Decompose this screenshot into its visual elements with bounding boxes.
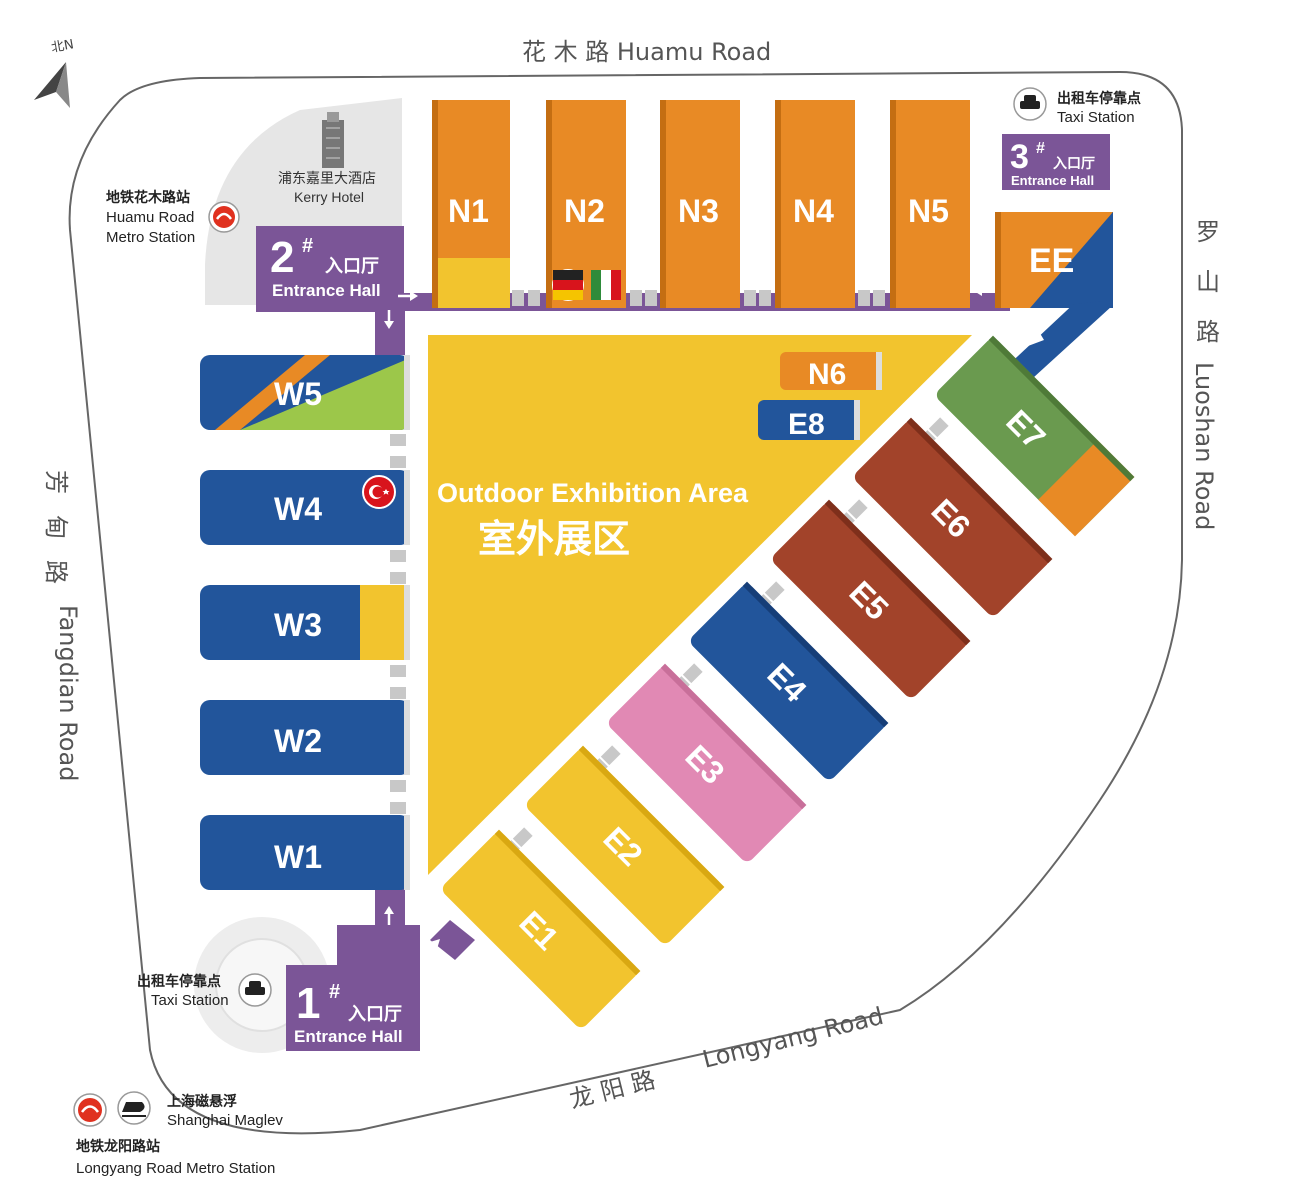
entrance-1-num: 1 [296,979,320,1028]
metro-icon [208,201,240,233]
compass-icon [34,62,70,108]
hall-W4[interactable]: W4 [200,470,410,545]
entrance-3-en: Entrance Hall [1011,173,1094,188]
taxi-ne-en: Taxi Station [1057,109,1135,126]
taxi-icon [1013,87,1047,121]
hall-N1[interactable]: N1 [432,100,510,308]
hall-E1[interactable]: E1 [440,829,641,1031]
entrance-2-en: Entrance Hall [272,281,381,300]
road-west-cn-1: 芳 [42,470,70,494]
hall-N4[interactable]: N4 [775,100,855,308]
hall-E7[interactable]: E7 [934,335,1135,537]
hall-E5[interactable]: E5 [770,499,971,701]
entrance-3-sup: # [1036,140,1045,157]
hall-E8[interactable]: E8 [758,400,860,441]
entrance-3-num: 3 [1010,138,1029,176]
taxi-icon [238,973,272,1007]
outdoor-label-cn: 室外展区 [478,517,630,561]
hall-E4[interactable]: E4 [688,581,889,783]
hall-W2-label: W2 [274,723,322,759]
maglev-icon [117,1091,151,1125]
arrow-icons [384,190,1031,956]
ramp-ee-e7 [1003,298,1112,388]
hall-N6-label: N6 [808,358,846,391]
entrance-2-num: 2 [270,233,294,282]
road-east: 罗 山 路 Luoshan Road [1190,218,1220,530]
hall-W4-label: W4 [274,491,322,527]
entrance-3-cn: 入口厅 [1053,156,1095,172]
hall-W1-label: W1 [274,839,322,875]
connectors [390,290,885,814]
hall-N5[interactable]: N5 [890,100,970,308]
hotel-en: Kerry Hotel [294,189,364,205]
hall-W1[interactable]: W1 [200,815,410,890]
road-west-cn-3: 路 [42,560,70,584]
hotel-icon [322,112,344,168]
site-boundary [68,70,1183,1135]
hall-N1-label: N1 [448,193,489,229]
road-south-en: Longyang Road [700,1002,887,1074]
maglev-en: Shanghai Maglev [167,1112,283,1129]
road-east-en: Luoshan Road [1190,362,1218,530]
entrance-1-sup: # [329,981,340,1003]
metro-longyang-cn: 地铁龙阳路站 [76,1138,160,1155]
entrance-1[interactable]: 1 # 入口厅 Entrance Hall [286,925,420,1051]
hall-W2[interactable]: W2 [200,700,410,775]
taxi-ne-cn: 出租车停靠点 [1057,90,1141,107]
entrance-2-sup: # [302,235,313,257]
hall-N2-label: N2 [564,193,605,229]
hall-N4-label: N4 [793,193,834,229]
metro-icon [73,1093,107,1127]
hall-E8-label: E8 [788,408,825,441]
hall-N6[interactable]: N6 [780,352,882,391]
metro-huamu-en2: Metro Station [106,229,195,246]
taxi-sw-cn: 出租车停靠点 [137,973,221,990]
turkey-flag-icon [362,475,396,509]
hall-N2[interactable]: N2 [546,100,626,308]
hall-EE[interactable] [995,212,1113,308]
hall-W3-label: W3 [274,607,322,643]
hall-E6[interactable]: E6 [852,417,1053,619]
metro-longyang-en: Longyang Road Metro Station [76,1160,275,1177]
taxi-sw-en: Taxi Station [151,992,229,1009]
entrance-2-cn: 入口厅 [325,256,379,277]
entrance-1-cn: 入口厅 [348,1004,402,1025]
road-west-en: Fangdian Road [54,605,82,781]
outdoor-label-en: Outdoor Exhibition Area [437,478,749,508]
road-south-cn: 龙 阳 路 [567,1066,658,1114]
entrance-3[interactable]: 3 # 入口厅 Entrance Hall [1002,134,1110,190]
outdoor-area [428,335,972,875]
hall-E2[interactable]: E2 [524,745,725,947]
entrance-1-en: Entrance Hall [294,1027,403,1046]
compass-label: 北N [50,37,75,56]
entrance-2[interactable]: 2 # 入口厅 Entrance Hall [256,226,404,312]
hall-N3[interactable]: N3 [660,100,740,308]
road-west: 芳 甸 路 Fangdian Road [42,470,82,781]
hall-W5[interactable]: W5 [200,355,410,430]
metro-huamu-cn: 地铁花木路站 [106,189,190,206]
metro-huamu-en1: Huamu Road [106,209,194,226]
road-east-cn-3: 路 [1196,318,1220,346]
road-east-cn-1: 罗 [1196,218,1220,246]
hall-W3[interactable]: W3 [200,585,410,660]
road-west-cn-2: 甸 [42,515,70,539]
maglev-cn: 上海磁悬浮 [167,1093,237,1110]
hall-EE-label: EE [1029,242,1074,280]
hall-W5-label: W5 [274,376,322,412]
hall-E3[interactable]: E3 [606,663,807,865]
hall-N5-label: N5 [908,193,949,229]
italy-flag-icon [591,270,621,300]
road-east-cn-2: 山 [1196,268,1220,296]
germany-flag-icon [552,269,584,301]
road-north: 花 木 路 Huamu Road [522,38,771,66]
hotel-cn: 浦东嘉里大酒店 [278,171,376,187]
hall-N3-label: N3 [678,193,719,229]
